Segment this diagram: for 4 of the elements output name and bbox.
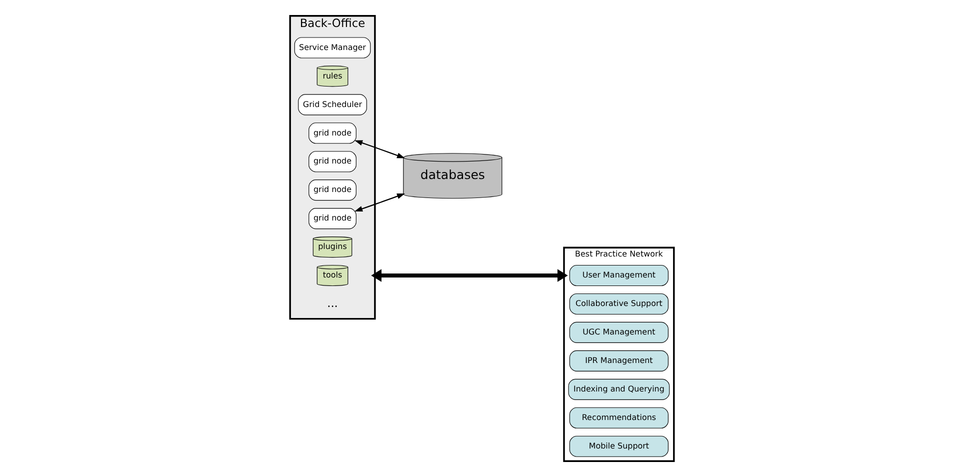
arrow [370,268,568,282]
arrow [354,192,405,211]
arrow [354,140,405,158]
label: ... [326,295,338,310]
